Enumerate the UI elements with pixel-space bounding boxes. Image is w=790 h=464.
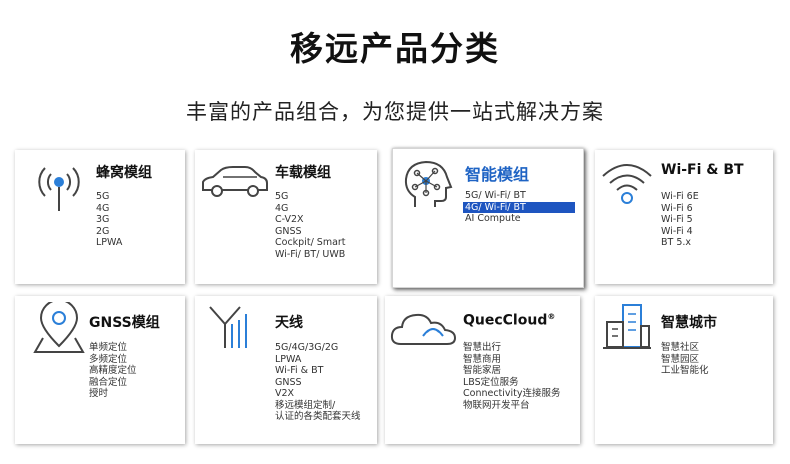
card-title: 智慧城市 [661, 315, 717, 331]
list-item: 多频定位 [89, 353, 128, 365]
card-gnss[interactable]: GNSS模组 单频定位 多频定位 高精度定位 融合定位 授时 [15, 296, 185, 444]
cellular-antenna-icon [38, 167, 80, 211]
card-cellular[interactable]: 蜂窝模组 5G 4G 3G 2G LPWA [15, 150, 185, 284]
list-item: Wi-Fi 6E [661, 191, 699, 202]
list-item: Wi-Fi/ BT/ UWB [275, 248, 346, 260]
card-title: Wi-Fi & BT [661, 162, 744, 178]
car-icon [202, 166, 268, 197]
list-item: LPWA [275, 353, 302, 365]
list-item: 高精度定位 [89, 365, 137, 376]
list-item: 工业智能化 [661, 365, 709, 376]
card-title: GNSS模组 [89, 315, 160, 331]
list-item: 4G [96, 202, 110, 214]
card-items: 智慧社区 智慧园区 工业智能化 [661, 342, 709, 377]
list-item: 智慧社区 [661, 342, 700, 353]
card-smart[interactable]: 智能模组 5G/ Wi-Fi/ BT 4G/ Wi-Fi/ BT AI Comp… [392, 148, 584, 288]
list-item: 智慧出行 [463, 342, 502, 353]
card-automotive[interactable]: 车载模组 5G 4G C-V2X GNSS Cockpit/ Smart Wi-… [195, 150, 377, 284]
list-item: 单频定位 [89, 342, 128, 353]
list-item: Wi-Fi 5 [661, 214, 693, 225]
card-title: 天线 [275, 315, 303, 331]
list-item: 融合定位 [89, 376, 128, 388]
list-item: 4G [275, 202, 289, 214]
list-item[interactable]: 5G/ Wi-Fi/ BT [465, 190, 526, 201]
list-item: LPWA [96, 237, 123, 248]
list-item: GNSS [275, 376, 302, 388]
card-queccloud[interactable]: QuecCloud® 智慧出行 智慧商用 智能家居 LBS定位服务 Connec… [385, 296, 580, 444]
list-item: 智慧园区 [661, 353, 700, 365]
list-item: LBS定位服务 [463, 376, 519, 388]
city-building-icon [603, 304, 651, 349]
list-item: 5G [275, 191, 289, 202]
list-item: Cockpit/ Smart [275, 237, 346, 248]
list-item[interactable]: AI Compute [465, 213, 521, 224]
list-item: Wi-Fi 6 [661, 202, 693, 214]
list-item: GNSS [275, 225, 302, 237]
list-item: 3G [96, 214, 110, 225]
card-items: 5G/ Wi-Fi/ BT 4G/ Wi-Fi/ BT AI Compute [463, 190, 575, 225]
card-title: 智能模组 [465, 165, 530, 184]
list-item: 移远模组定制/ [275, 399, 336, 411]
ai-head-icon [404, 160, 453, 207]
card-smart-city[interactable]: 智慧城市 智慧社区 智慧园区 工业智能化 [595, 296, 773, 444]
list-item: V2X [275, 388, 295, 399]
list-item: 5G [96, 191, 110, 202]
card-title: QuecCloud® [463, 312, 555, 329]
list-item: 授时 [89, 388, 109, 399]
list-item: 认证的各类配套天线 [275, 411, 361, 422]
card-items: Wi-Fi 6E Wi-Fi 6 Wi-Fi 5 Wi-Fi 4 BT 5.x [661, 191, 699, 249]
list-item: 智慧商用 [463, 353, 502, 365]
wifi-icon [602, 164, 652, 204]
card-antenna[interactable]: 天线 5G/4G/3G/2G LPWA Wi-Fi & BT GNSS V2X … [195, 296, 377, 444]
cloud-icon [390, 313, 457, 345]
card-title: 蜂窝模组 [96, 165, 152, 181]
list-item: 智能家居 [463, 365, 502, 376]
antenna-icon [209, 306, 247, 348]
list-item: 2G [96, 225, 110, 237]
list-item: 5G/4G/3G/2G [275, 342, 339, 353]
card-items: 智慧出行 智慧商用 智能家居 LBS定位服务 Connectivity连接服务 … [463, 342, 561, 411]
list-item: C-V2X [275, 214, 304, 225]
card-items: 5G 4G 3G 2G LPWA [96, 191, 122, 249]
location-pin-icon [33, 302, 85, 353]
card-items: 单频定位 多频定位 高精度定位 融合定位 授时 [89, 342, 137, 400]
registered-mark: ® [547, 312, 556, 321]
list-item: 物联网开发平台 [463, 399, 530, 411]
list-item: Wi-Fi & BT [275, 365, 324, 376]
list-item: Connectivity连接服务 [463, 388, 561, 399]
card-wifi-bt[interactable]: Wi-Fi & BT Wi-Fi 6E Wi-Fi 6 Wi-Fi 5 Wi-F… [595, 150, 773, 284]
cloud-title-text: QuecCloud [463, 312, 548, 329]
list-item-selected[interactable]: 4G/ Wi-Fi/ BT [463, 201, 575, 213]
card-items: 5G 4G C-V2X GNSS Cockpit/ Smart Wi-Fi/ B… [275, 191, 346, 260]
card-title: 车载模组 [275, 165, 331, 181]
page-subtitle: 丰富的产品组合，为您提供一站式解决方案 [186, 100, 604, 124]
card-items: 5G/4G/3G/2G LPWA Wi-Fi & BT GNSS V2X 移远模… [275, 342, 361, 423]
list-item: Wi-Fi 4 [661, 225, 693, 237]
list-item: BT 5.x [661, 237, 692, 248]
page-title: 移远产品分类 [290, 29, 500, 68]
